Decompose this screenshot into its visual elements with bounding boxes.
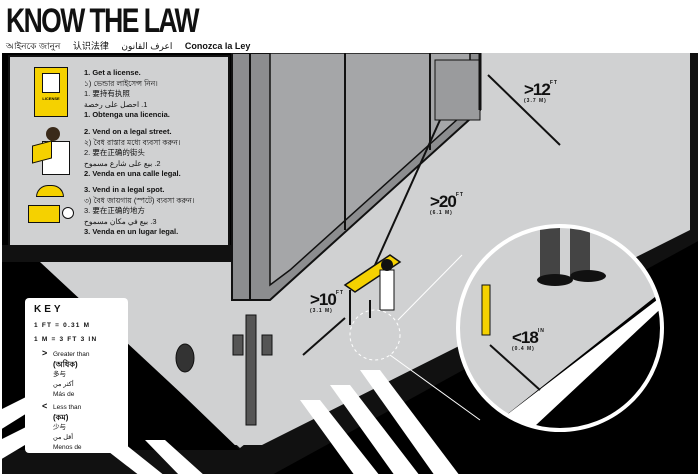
subtitle-arabic: اعرف القانون xyxy=(121,41,173,51)
measurement-18in: <18IN (0.4 M) xyxy=(512,328,545,352)
traffic-light-pole xyxy=(245,314,257,426)
dimension-10ft-arrow xyxy=(302,317,346,356)
key-legend: KEY 1 FT = 0.31 M 1 M = 3 FT 3 IN > Grea… xyxy=(25,298,128,453)
subtitle-translations: আইনকে জানুন 认识法律 اعرف القانون Conozca la… xyxy=(6,39,260,54)
page-title: KNOW THE LAW xyxy=(6,2,200,40)
conversion-m-ft: 1 M = 3 FT 3 IN xyxy=(34,336,98,343)
conversion-ft-m: 1 FT = 0.31 M xyxy=(34,322,91,329)
magnified-curb-detail xyxy=(458,226,662,430)
step-3: 3. Vend in a legal spot. ৩) বৈধ জায়গায়… xyxy=(84,185,195,236)
step-1: 1. Get a license. ১) ভেন্ডার লাইসেন্স নি… xyxy=(84,68,170,119)
less-than-symbol: < xyxy=(42,401,48,411)
measurement-12ft: >12FT (3.7 M) xyxy=(524,80,558,104)
step-2: 2. Vend on a legal street. ২) বৈধ রাস্তা… xyxy=(84,127,181,178)
food-cart-icon xyxy=(24,185,74,230)
vending-steps-panel: LICENSE 1. Get a license. ১) ভেন্ডার লাই… xyxy=(8,55,230,247)
greater-than-translations: Greater than (অধিক) 多与 أكثر من Más de xyxy=(53,351,90,398)
key-title: KEY xyxy=(34,304,64,315)
less-than-translations: Less than (কম) 少与 أقل من Menos de xyxy=(53,404,82,451)
trash-can xyxy=(175,343,195,373)
dimension-20ft-arrow xyxy=(374,119,441,266)
measurement-10ft: >10FT (3.1 M) xyxy=(310,290,344,314)
subtitle-chinese: 认识法律 xyxy=(72,41,109,51)
greater-than-symbol: > xyxy=(42,348,48,358)
subtitle-spanish: Conozca la Ley xyxy=(184,41,251,51)
dimension-12ft-arrow xyxy=(487,74,561,146)
vendor-reading-icon xyxy=(30,127,74,175)
subtitle-bengali: আইনকে জানুন xyxy=(6,41,61,51)
measurement-20ft: >20FT (6.1 M) xyxy=(430,192,464,216)
license-card-icon: LICENSE xyxy=(34,67,68,117)
vendor-figure xyxy=(379,269,395,311)
